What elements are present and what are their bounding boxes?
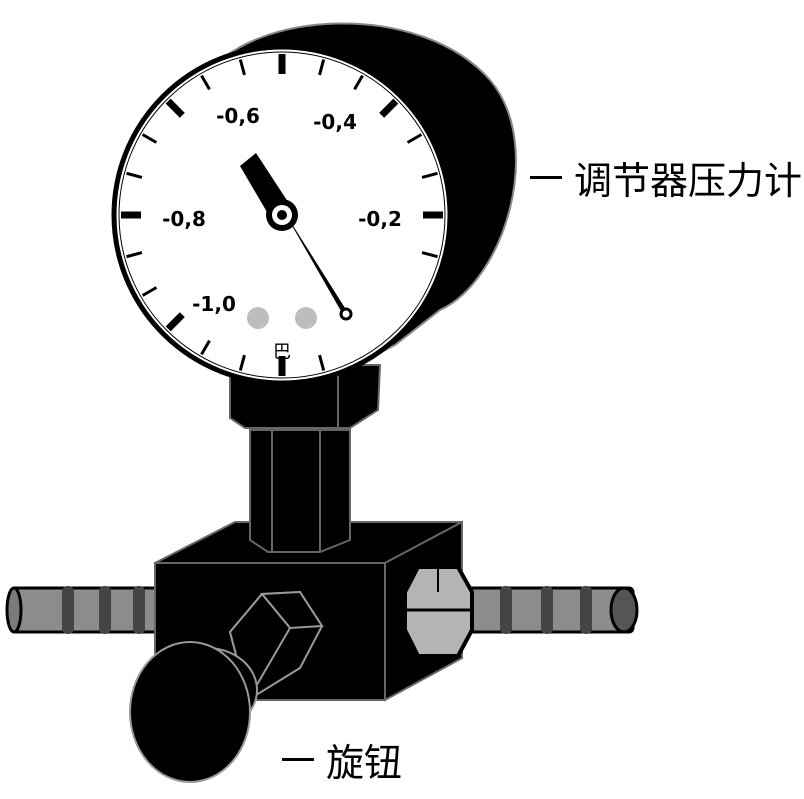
dial-dot-right xyxy=(295,307,317,329)
callout-dash xyxy=(530,176,562,179)
callout-dash xyxy=(282,758,314,761)
scale-label-minus-0-6: -0,6 xyxy=(216,104,260,128)
callout-regulator-gauge: 调节器压力计 xyxy=(530,150,802,205)
scale-label-minus-0-2: -0,2 xyxy=(358,207,402,231)
callout-knob: 旋钮 xyxy=(282,732,402,787)
gauge-dial: -0,6 -0,4 -0,8 -0,2 -1,0 巴 xyxy=(114,47,450,383)
right-hose xyxy=(455,586,637,634)
label-regulator-gauge: 调节器压力计 xyxy=(574,150,802,205)
gauge-stem xyxy=(250,430,350,552)
scale-label-minus-0-8: -0,8 xyxy=(162,207,206,231)
scale-label-minus-0-4: -0,4 xyxy=(313,110,357,134)
scale-label-minus-1-0: -1,0 xyxy=(192,292,236,316)
left-hose xyxy=(7,586,162,634)
label-knob: 旋钮 xyxy=(326,732,402,787)
dial-dot-left xyxy=(247,307,269,329)
gauge-unit-label: 巴 xyxy=(273,342,291,363)
right-hex-nut xyxy=(405,567,472,656)
